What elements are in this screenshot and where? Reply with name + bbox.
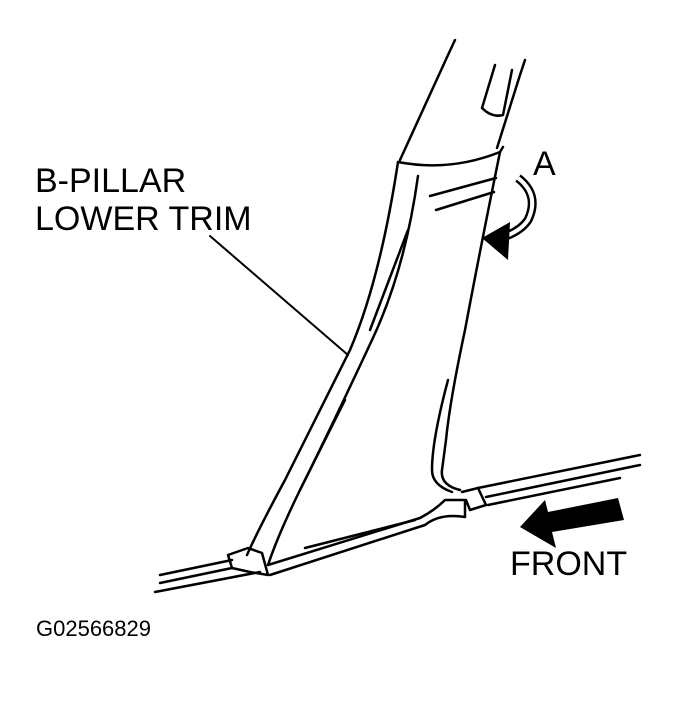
trim-right-inner-edge [430,378,454,494]
trim-bottom-edge [266,498,467,577]
upper-pillar-outline [398,38,527,162]
trim-left-edge [245,160,400,557]
arrow-a-label: A [533,145,556,183]
trim-inner-highlight [298,228,410,492]
curved-arrow-a-icon [482,174,537,260]
part-label-line2: LOWER TRIM [35,200,252,238]
front-label: FRONT [510,545,628,583]
figure-code: G02566829 [36,616,151,641]
sill-line-middle [158,463,642,585]
leader-line [209,235,349,356]
trim-top-band [428,176,498,212]
trim-top-edge [396,145,505,167]
front-arrow-icon [520,498,624,548]
trim-bottom-line [303,518,417,550]
trim-right-edge [440,150,502,492]
right-clip-tab [460,486,488,512]
sill-line-upper [158,453,642,577]
trim-inner-left-edge [266,174,420,567]
part-label-line1: B-PILLAR [35,162,187,200]
sill-line-lower [153,476,622,594]
